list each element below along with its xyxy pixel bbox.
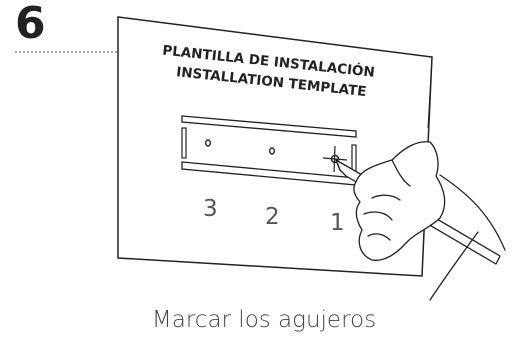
rail-left-end bbox=[181, 127, 187, 159]
hole-label-3: 3 bbox=[203, 196, 218, 222]
rail-top bbox=[181, 115, 357, 138]
step-number: 6 bbox=[15, 0, 46, 49]
caption: Marcar los agujeros bbox=[151, 307, 377, 333]
hole-2 bbox=[269, 147, 276, 155]
hole-3 bbox=[204, 139, 211, 147]
template-sheet bbox=[117, 16, 433, 277]
hole-label-1: 1 bbox=[330, 210, 345, 236]
hole-label-2: 2 bbox=[265, 204, 280, 230]
crosshair-icon bbox=[322, 145, 348, 173]
hand-with-pencil-icon bbox=[335, 141, 506, 301]
sheet-edge-shadow bbox=[427, 56, 433, 129]
